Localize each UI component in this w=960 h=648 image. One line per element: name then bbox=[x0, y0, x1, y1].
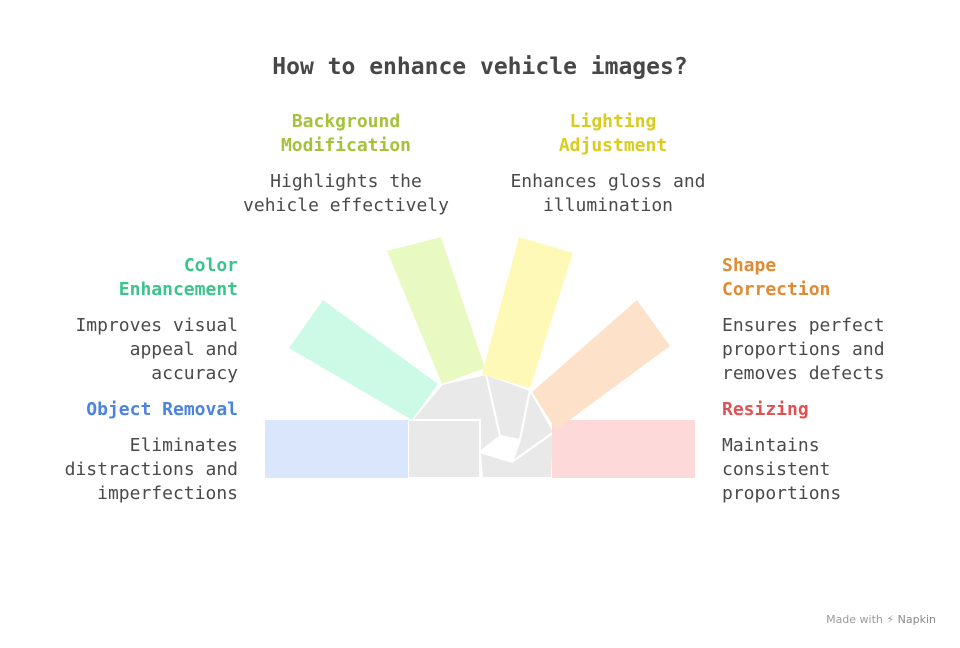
shape-correction-label: Shape Correction bbox=[722, 255, 831, 300]
resizing-desc: Maintains consistent proportions bbox=[722, 435, 842, 504]
shape-correction-desc: Ensures perfect proportions and removes … bbox=[722, 315, 885, 384]
napkin-logo-icon: ⚡ bbox=[886, 613, 895, 626]
made-with-text: Made with bbox=[826, 613, 883, 626]
resizing-petal bbox=[552, 420, 695, 478]
lighting-adjustment-desc: Enhances gloss and illumination bbox=[510, 171, 706, 216]
napkin-credit[interactable]: Made with ⚡ Napkin bbox=[826, 613, 936, 626]
diagram-title: How to enhance vehicle images? bbox=[272, 54, 688, 80]
background-modification-desc: Highlights the vehicle effectively bbox=[243, 171, 449, 216]
resizing-label: Resizing bbox=[722, 399, 809, 420]
napkin-brand: Napkin bbox=[897, 613, 936, 626]
shape-correction-petal bbox=[532, 300, 670, 430]
fan-hub bbox=[407, 372, 556, 479]
background-modification-label: Background Modification bbox=[280, 111, 412, 156]
background-modification-petal bbox=[387, 237, 485, 384]
color-enhancement-label: Color Enhancement bbox=[118, 255, 238, 300]
lighting-adjustment-label: Lighting Adjustment bbox=[558, 111, 668, 156]
color-enhancement-petal bbox=[289, 300, 438, 420]
lighting-adjustment-petal bbox=[482, 237, 573, 388]
color-enhancement-desc: Improves visual appeal and accuracy bbox=[75, 315, 238, 384]
object-removal-desc: Eliminates distractions and imperfection… bbox=[64, 435, 238, 504]
object-removal-petal bbox=[265, 420, 408, 478]
object-removal-label: Object Removal bbox=[86, 399, 238, 420]
